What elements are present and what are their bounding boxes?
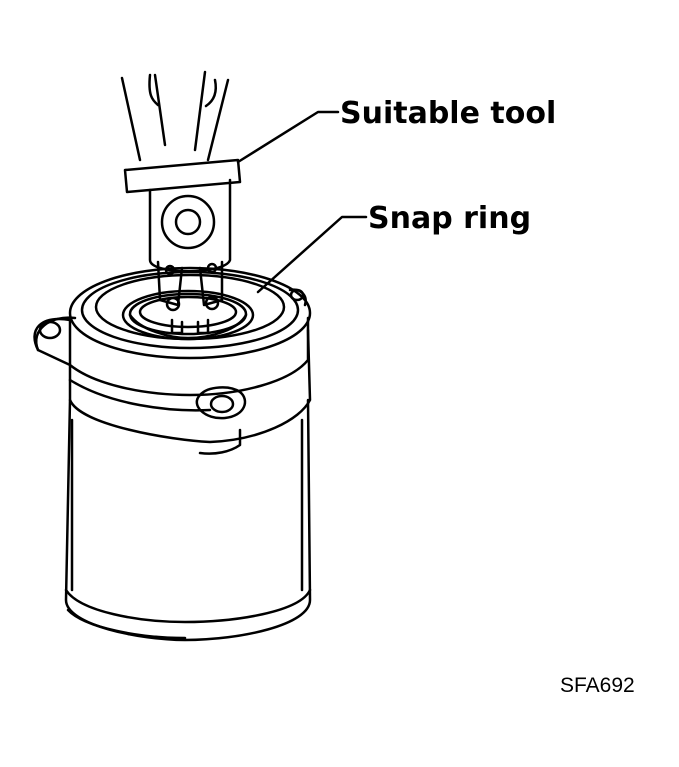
suitable-tool-leader xyxy=(236,110,340,164)
snap-ring-label: Snap ring xyxy=(368,201,532,236)
figure-code: SFA692 xyxy=(560,674,635,697)
snap-ring-pliers xyxy=(120,70,242,312)
suitable-tool-label: Suitable tool xyxy=(340,96,557,131)
top-cover xyxy=(68,266,312,397)
snap-ring-leader xyxy=(256,215,368,294)
cylinder-body xyxy=(64,398,312,642)
snap-ring-seat xyxy=(121,289,255,341)
mounting-flange xyxy=(33,288,312,455)
